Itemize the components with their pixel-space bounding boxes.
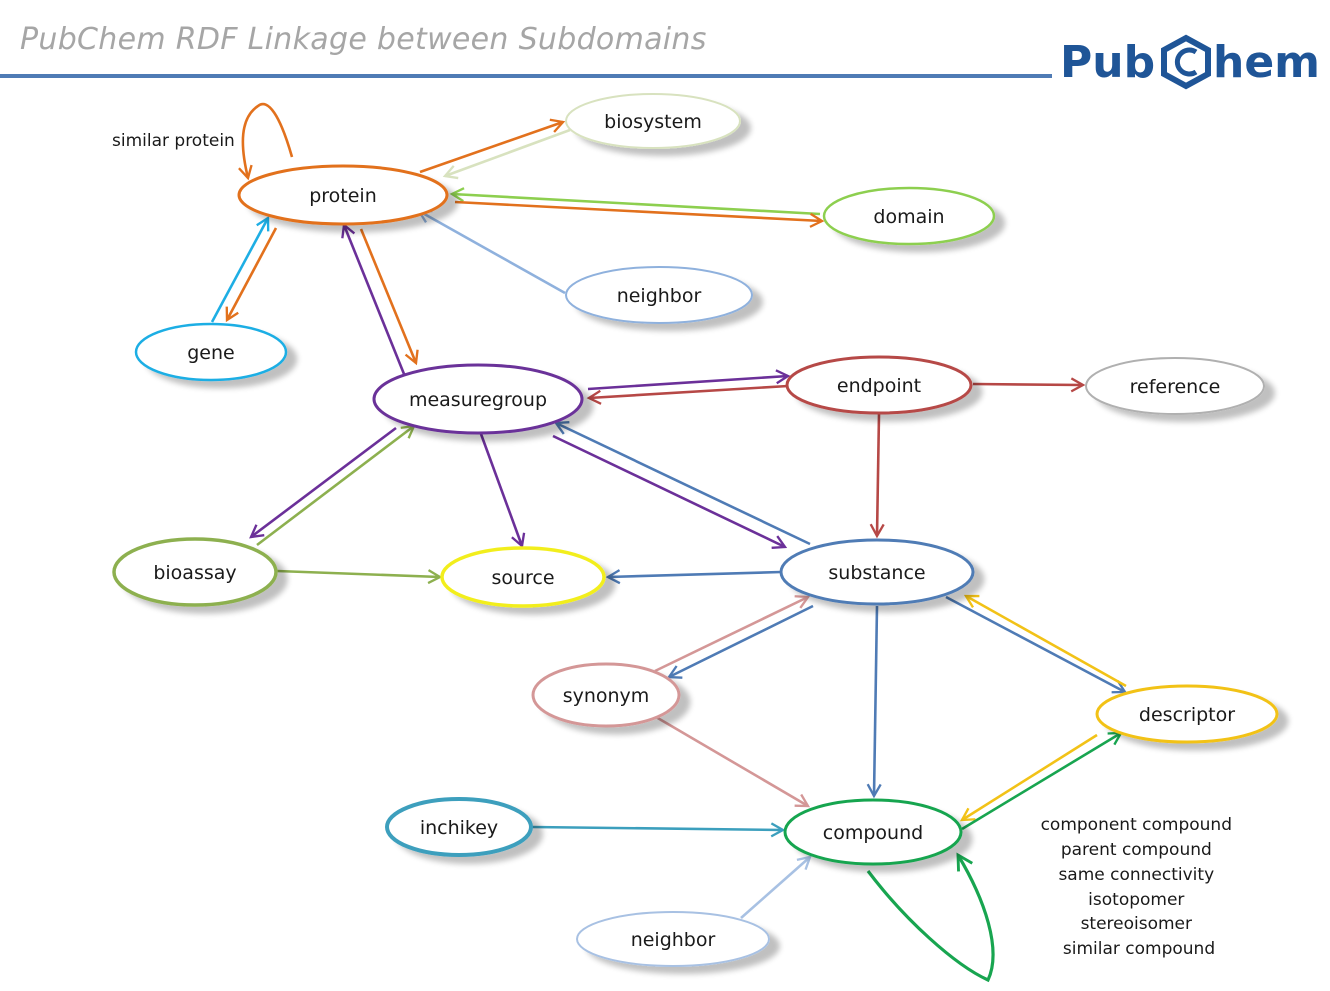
link-arrow xyxy=(249,426,397,539)
link-arrow xyxy=(587,369,791,391)
node-protein: protein xyxy=(237,164,449,226)
node-label: protein xyxy=(309,185,377,207)
link-arrow xyxy=(416,209,566,295)
link-arrow xyxy=(210,215,270,323)
node-endpoint: endpoint xyxy=(785,355,973,415)
node-label: biosystem xyxy=(604,111,702,133)
node-descriptor: descriptor xyxy=(1095,684,1279,744)
node-ellipse xyxy=(1095,684,1279,744)
node-source: source xyxy=(440,546,606,608)
node-ellipse xyxy=(576,911,770,967)
node-label: compound xyxy=(823,822,923,844)
node-label: gene xyxy=(187,342,234,364)
title-underline xyxy=(0,74,1052,78)
node-ellipse xyxy=(1085,357,1265,415)
link-arrow xyxy=(276,569,443,585)
relation-item: parent compound xyxy=(1061,840,1212,860)
link-arrow xyxy=(740,855,812,919)
node-label: inchikey xyxy=(420,817,498,839)
node-measuregroup: measuregroup xyxy=(372,363,584,435)
link-arrow xyxy=(666,604,814,679)
logo-text-right: hem xyxy=(1213,37,1320,88)
node-ellipse xyxy=(372,363,584,435)
node-gene: gene xyxy=(134,322,288,382)
link-arrow xyxy=(972,377,1086,393)
link-arrow xyxy=(449,187,821,216)
relation-item: same connectivity xyxy=(1058,865,1214,885)
edge-layer xyxy=(210,102,1128,983)
node-bioassay: bioassay xyxy=(112,537,278,607)
node-ellipse xyxy=(565,266,753,324)
link-arrow xyxy=(654,595,811,673)
node-ellipse xyxy=(565,93,741,149)
node-synonym: synonym xyxy=(531,662,681,728)
link-arrow xyxy=(359,228,419,366)
slide-title: PubChem RDF Linkage between Subdomains xyxy=(20,22,707,57)
node-ellipse xyxy=(385,797,533,857)
node-ellipse xyxy=(112,537,278,607)
node-label: domain xyxy=(873,206,944,228)
relation-item: stereoisomer xyxy=(1081,914,1192,934)
node-label: neighbor xyxy=(631,929,716,951)
relation-item: isotopomer xyxy=(1088,890,1184,910)
link-arrow xyxy=(869,413,885,539)
node-reference: reference xyxy=(1085,357,1265,415)
node-label: endpoint xyxy=(837,375,921,397)
link-arrow xyxy=(945,595,1128,694)
link-arrow xyxy=(553,420,811,546)
node-label: synonym xyxy=(563,685,650,707)
node-label: descriptor xyxy=(1139,704,1235,726)
link-arrow xyxy=(256,424,416,547)
node-label: measuregroup xyxy=(409,389,547,411)
node-ellipse xyxy=(822,186,996,246)
relation-item: similar compound xyxy=(1063,939,1215,959)
link-arrow xyxy=(586,384,789,405)
link-arrow xyxy=(531,822,786,838)
node-label: source xyxy=(491,567,554,589)
node-ellipse xyxy=(531,662,681,728)
hexagon-icon xyxy=(1161,34,1211,90)
node-neighbor-compound: neighbor xyxy=(576,911,770,967)
link-arrow xyxy=(419,118,566,174)
node-ellipse xyxy=(440,546,606,608)
pubchem-logo: Pub hem xyxy=(1060,34,1320,90)
node-label: neighbor xyxy=(617,285,702,307)
node-label: reference xyxy=(1130,376,1221,398)
link-arrow xyxy=(552,434,788,549)
link-arrow xyxy=(442,128,571,180)
node-ellipse xyxy=(237,164,449,226)
compound-relations-label: component compound parent compound same … xyxy=(1041,815,1238,959)
node-ellipse xyxy=(779,538,975,606)
node-inchikey: inchikey xyxy=(385,797,533,857)
relation-item: component compound xyxy=(1041,815,1232,835)
link-arrow xyxy=(605,569,782,585)
node-layer: protein biosystem domain neighbor gene measur… xyxy=(112,93,1279,967)
node-ellipse xyxy=(134,322,288,382)
node-ellipse xyxy=(785,355,973,415)
node-compound: compound xyxy=(783,798,963,866)
link-arrow xyxy=(225,227,278,323)
link-arrow xyxy=(479,433,526,549)
link-arrow xyxy=(866,852,995,983)
link-arrow xyxy=(341,222,406,375)
link-arrow xyxy=(961,731,1124,831)
node-label: bioassay xyxy=(153,562,236,584)
link-arrow xyxy=(655,715,811,808)
node-substance: substance xyxy=(779,538,975,606)
link-arrow xyxy=(866,605,882,799)
similar-protein-label: similar protein xyxy=(112,131,235,151)
link-arrow xyxy=(963,594,1127,688)
link-arrow xyxy=(959,733,1098,822)
node-biosystem: biosystem xyxy=(565,93,741,149)
annotation-layer: similar protein component compound paren… xyxy=(112,131,1238,959)
node-label: substance xyxy=(828,562,925,584)
link-arrow xyxy=(454,200,825,228)
link-arrow xyxy=(238,102,294,181)
node-ellipse xyxy=(783,798,963,866)
node-domain: domain xyxy=(822,186,996,246)
logo-text-left: Pub xyxy=(1060,37,1155,88)
node-neighbor-protein: neighbor xyxy=(565,266,753,324)
